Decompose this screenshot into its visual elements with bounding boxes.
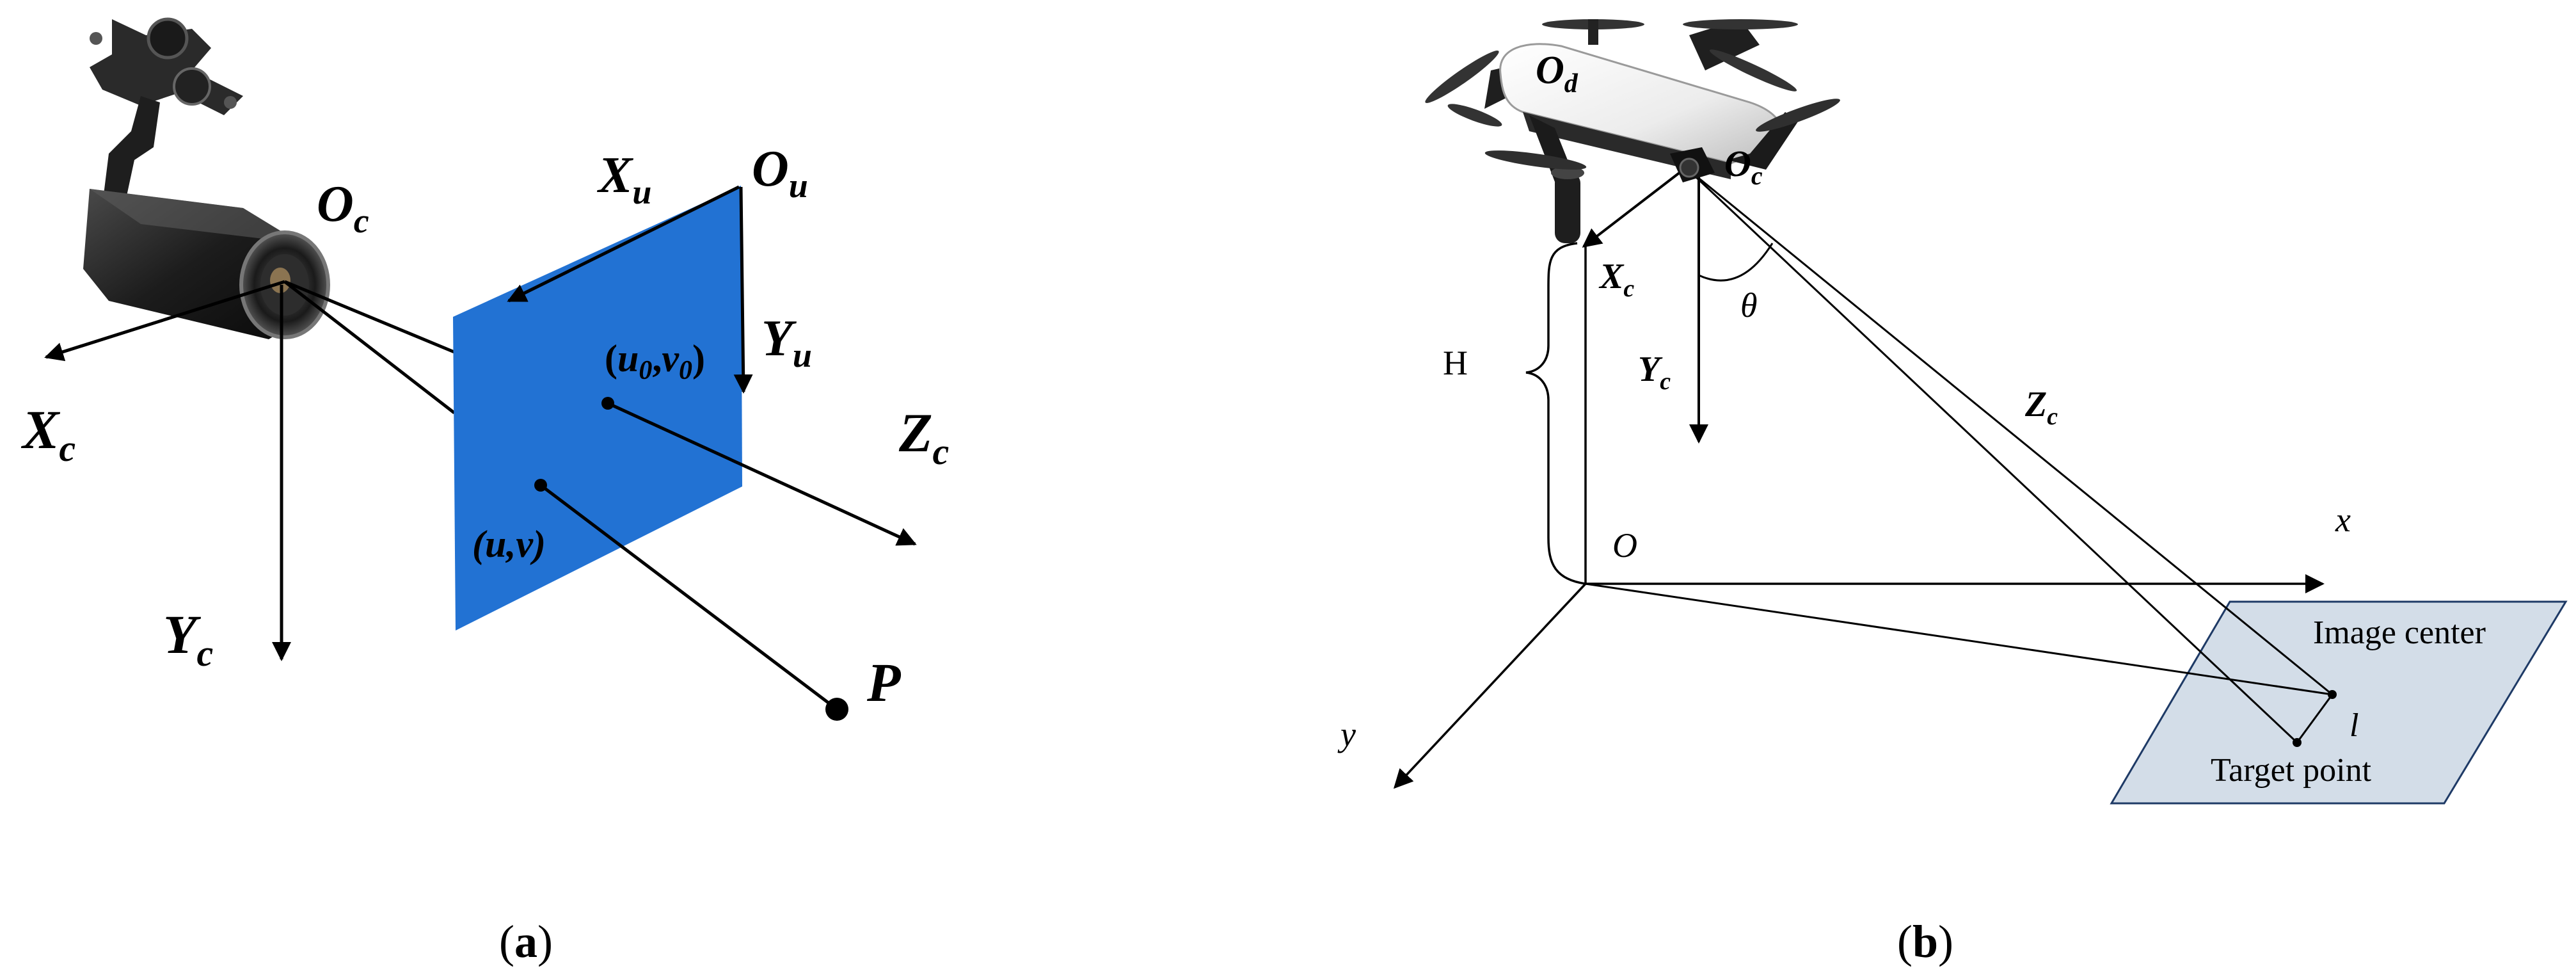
label-drone-origin: Od: [1536, 49, 1578, 99]
label-axis-yu: Yu: [761, 310, 812, 374]
label-axis-x: x: [2335, 501, 2351, 539]
label-camera-origin-a: Oc: [317, 176, 369, 240]
label-distance: l: [2349, 707, 2358, 744]
axis-xu-arrow: [507, 185, 740, 303]
label-axis-y: y: [1337, 715, 1356, 753]
drone-icon: [1425, 19, 1840, 243]
panel-a: Oc Xc Yc Xu Ou Yu Zc (u0,v0) (u,v) P (a): [20, 17, 949, 967]
principal-point-dot: [601, 397, 614, 410]
ground-image-plane: [2110, 600, 2568, 805]
theta-arc: [1698, 243, 1774, 282]
line-camera-to-target: [1685, 166, 2298, 744]
caption-a: (a): [499, 916, 553, 967]
label-ground-origin: O: [1612, 526, 1637, 565]
label-height: H: [1443, 344, 1468, 382]
gimbal-camera-icon: [83, 17, 330, 339]
image-point-dot: [534, 479, 547, 492]
projection-line-lower: [283, 280, 456, 414]
label-axis-xc-b: Xc: [1598, 257, 1634, 302]
target-point-dot: [2293, 738, 2302, 747]
axis-zc-arrow: [607, 401, 917, 546]
caption-b: (b): [1897, 916, 1953, 967]
axis-yu-arrow: [733, 186, 753, 394]
label-camera-origin-b: Oc: [1724, 143, 1763, 190]
axis-xc-arrow-b: [1582, 166, 1687, 248]
label-object-point: P: [866, 652, 902, 713]
ray-to-p: [539, 484, 838, 711]
label-image-origin: Ou: [752, 141, 808, 205]
line-camera-to-image-center: [1685, 166, 2333, 696]
axis-y-arrow: [1393, 582, 1587, 789]
object-point-dot: [825, 698, 848, 721]
line-origin-to-image-center: [1585, 582, 2333, 696]
label-target-point: Target point: [2211, 752, 2372, 789]
image-center-dot: [2328, 690, 2337, 699]
label-axis-xc-a: Xc: [20, 399, 76, 469]
label-axis-zc-a: Zc: [898, 402, 949, 472]
label-theta: θ: [1740, 286, 1758, 325]
panel-b: Od Oc Xc Yc Zc θ H O x y Image center l …: [1337, 19, 2568, 967]
label-axis-yc-a: Yc: [163, 604, 213, 674]
label-image-center: Image center: [2313, 615, 2486, 651]
label-axis-yc-b: Yc: [1638, 349, 1671, 395]
label-principal-point: (u0,v0): [605, 337, 705, 385]
axis-xc-arrow: [44, 280, 285, 362]
height-brace: [1525, 242, 1586, 585]
distance-line: [2296, 694, 2334, 743]
projection-line-upper: [284, 280, 455, 354]
label-axis-zc-b: Zc: [2024, 385, 2058, 430]
label-image-point: (u,v): [472, 523, 546, 565]
label-axis-xu: Xu: [596, 147, 651, 211]
